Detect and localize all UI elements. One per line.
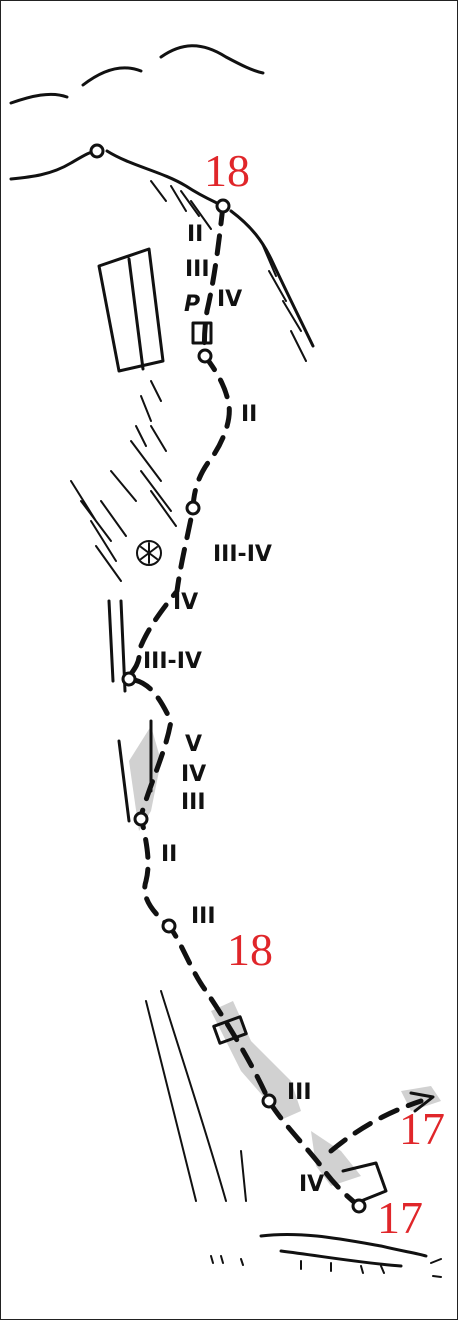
belay-2-icon: [199, 350, 211, 362]
grade-label: III-IV: [143, 649, 202, 674]
piton-label: P: [184, 292, 200, 317]
start-belay-icon: [353, 1200, 365, 1212]
grade-label: III: [287, 1080, 312, 1105]
grade-label: III: [191, 904, 216, 929]
grade-label: III: [185, 257, 210, 282]
belay-7-icon: [263, 1095, 275, 1107]
route-number-top: 18: [204, 145, 250, 196]
ridge-line-far: [11, 46, 263, 103]
belay-4-icon: [123, 673, 135, 685]
route-number-middle: 18: [227, 924, 273, 975]
route-number-exit: 17: [399, 1103, 445, 1154]
grade-label: II: [161, 842, 177, 867]
block-hatching: [136, 381, 166, 451]
grade-label: V: [185, 732, 202, 757]
bush-cross-icon: [141, 543, 157, 563]
belay-1-icon: [217, 200, 229, 212]
belay-5-icon: [135, 813, 147, 825]
belay-3-icon: [187, 502, 199, 514]
gully-hatching-left: [71, 441, 176, 581]
ridge-line-summit: [11, 151, 313, 346]
summit-belay-icon: [91, 145, 103, 157]
route-number-start: 17: [377, 1192, 423, 1243]
rock-block-outline: [99, 249, 163, 371]
grade-label: IV: [217, 287, 242, 312]
grade-label: III: [181, 790, 206, 815]
grade-label: II: [187, 222, 203, 247]
grade-label: III-IV: [213, 542, 272, 567]
grade-label: IV: [181, 762, 206, 787]
belay-6-icon: [163, 920, 175, 932]
grade-label: IV: [299, 1172, 324, 1197]
grade-label: II: [241, 402, 257, 427]
ground-tufts: [211, 1256, 441, 1277]
grade-label: IV: [173, 590, 198, 615]
